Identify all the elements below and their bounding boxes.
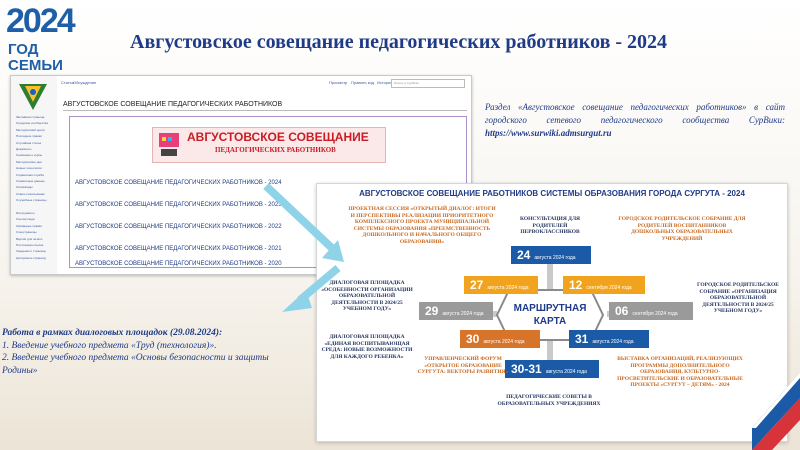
logo-year: 2024 (6, 2, 76, 40)
dialogue-work-block: Работа в рамках диалоговых площадок (29.… (2, 327, 302, 377)
sidebar-nav-item[interactable]: Последние правки (16, 134, 42, 139)
sidebar-nav-item[interactable]: Инструменты (16, 211, 35, 215)
sidebar-nav-item[interactable]: Постоянная ссылка (16, 243, 44, 247)
roadmap-panel: АВГУСТОВСКОЕ СОВЕЩАНИЕ РАБОТНИКОВ СИСТЕМ… (316, 183, 788, 442)
sidebar-nav-item[interactable]: Олимпиады (16, 185, 33, 190)
caption-text: Раздел «Августовское совещание педагогич… (485, 102, 785, 125)
surwiki-logo-icon (19, 84, 47, 110)
work-item-1: 1. Введение учебного предмета «Труд (тех… (2, 340, 217, 351)
banner-title: АВГУСТОВСКОЕ СОВЕЩАНИЕ (187, 130, 369, 144)
text-parent-meeting-city: ГОРОДСКОЕ РОДИТЕЛЬСКОЕ СОБРАНИЕ «ОРГАНИЗ… (697, 282, 779, 315)
wiki-page-heading: АВГУСТОВСКОЕ СОВЕЩАНИЕ ПЕДАГОГИЧЕСКИХ РА… (63, 101, 283, 108)
page-title: Августовское совещание педагогических ра… (130, 31, 668, 53)
roadmap-center-label: МАРШРУТНАЯ КАРТА (495, 288, 605, 342)
divider (63, 110, 467, 111)
sidebar-nav-item[interactable]: Служебные страницы (16, 198, 47, 203)
center-line-1: МАРШРУТНАЯ (513, 303, 587, 314)
wiki-link-2024[interactable]: АВГУСТОВСКОЕ СОВЕЩАНИЕ ПЕДАГОГИЧЕСКИХ РА… (75, 180, 282, 186)
sidebar-nav-item[interactable]: Новые технологии (16, 166, 42, 171)
sidebar-nav-item[interactable]: Советы школьникам (16, 191, 45, 196)
roadmap-title: АВГУСТОВСКОЕ СОВЕЩАНИЕ РАБОТНИКОВ СИСТЕМ… (359, 189, 745, 198)
wiki-link-2021[interactable]: АВГУСТОВСКОЕ СОВЕЩАНИЕ ПЕДАГОГИЧЕСКИХ РА… (75, 246, 282, 252)
wiki-topbar: Статья Обсуждение Просмотр Править код И… (59, 76, 469, 90)
wiki-banner: АВГУСТОВСКОЕ СОВЕЩАНИЕ ПЕДАГОГИЧЕСКИХ РА… (152, 127, 386, 163)
sidebar-nav-item[interactable]: Семинары и курсы (16, 153, 43, 158)
sidebar-nav-item[interactable]: Сведения о странице (16, 249, 46, 254)
sidebar-nav-item[interactable]: Заглавная страница (16, 115, 45, 119)
flag-ribbon-icon (752, 372, 800, 450)
text-consultation: КОНСУЛЬТАЦИЯ ДЛЯ РОДИТЕЛЕЙ ПЕРВОКЛАССНИК… (519, 216, 581, 236)
tab-history[interactable]: История (377, 80, 393, 85)
sidebar-nav-item[interactable]: Ссылки сюда (16, 217, 35, 222)
work-title: Работа в рамках диалоговых площадок (29.… (2, 328, 223, 338)
sidebar-nav-item[interactable]: Связанные правки (16, 223, 42, 228)
wiki-link-2023[interactable]: АВГУСТОВСКОЕ СОВЕЩАНИЕ ПЕДАГОГИЧЕСКИХ РА… (75, 202, 282, 208)
sidebar-nav-item[interactable]: Спецстраницы (16, 230, 37, 235)
sidebar-nav-item[interactable]: Случайная статья (16, 140, 42, 145)
wiki-page-screenshot: Статья Обсуждение Просмотр Править код И… (10, 75, 472, 275)
wiki-content-box: АВГУСТОВСКОЕ СОВЕЩАНИЕ ПЕДАГОГИЧЕСКИХ РА… (69, 116, 467, 268)
work-item-2: 2. Введение учебного предмета «Основы бе… (2, 353, 269, 376)
text-project-session: ПРОЕКТНАЯ СЕССИЯ «ОТКРЫТЫЙ ДИАЛОГ: ИТОГИ… (348, 206, 496, 245)
sidebar-nav-item[interactable]: Городские сообщества (16, 121, 48, 126)
tab-edit[interactable]: Править код (351, 80, 374, 85)
text-exhibition: ВЫСТАВКА ОРГАНИЗАЦИЙ, РЕАЛИЗУЮЩИХ ПРОГРА… (617, 356, 743, 389)
center-line-2: КАРТА (533, 316, 567, 327)
tab-view[interactable]: Просмотр (329, 80, 348, 85)
text-councils: ПЕДАГОГИЧЕСКИЕ СОВЕТЫ В ОБРАЗОВАТЕЛЬНЫХ … (497, 394, 601, 407)
sidebar-nav-item[interactable]: Методические дни (16, 159, 42, 164)
sidebar-nav-item[interactable]: Методический центр (16, 127, 45, 132)
text-dialogue-environment: ДИАЛОГОВАЯ ПЛОЩАДКА «ЕДИНАЯ ВОСПИТЫВАЮЩА… (321, 334, 413, 360)
wiki-link-2020[interactable]: АВГУСТОВСКОЕ СОВЕЩАНИЕ ПЕДАГОГИЧЕСКИХ РА… (75, 261, 282, 267)
text-forum: УПРАВЛЕНЧЕСКИЙ ФОРУМ «ОТКРЫТОЕ ОБРАЗОВАН… (417, 356, 509, 376)
teachers-icon (159, 133, 179, 156)
caption-url[interactable]: https://www.surwiki.admsurgut.ru (485, 128, 612, 138)
sidebar-nav-item[interactable]: Справочная служба (16, 172, 44, 177)
wiki-link-2022[interactable]: АВГУСТОВСКОЕ СОВЕЩАНИЕ ПЕДАГОГИЧЕСКИХ РА… (75, 224, 282, 230)
banner-subtitle: ПЕДАГОГИЧЕСКИХ РАБОТНИКОВ (215, 146, 336, 154)
tab-article[interactable]: Статья (61, 80, 74, 85)
year-of-family-logo: 2024 ГОД СЕМЬИ (6, 2, 92, 74)
tab-discussion[interactable]: Обсуждение (73, 80, 97, 85)
logo-subtitle: ГОД СЕМЬИ (8, 41, 63, 74)
sidebar-nav-item[interactable]: Цитировать страницу (16, 255, 46, 260)
sidebar-nav-item[interactable]: Документы (16, 147, 32, 151)
sidebar-nav-item[interactable]: Справочные данные (16, 179, 45, 183)
wiki-search-input[interactable]: Искать в СурВики (391, 79, 465, 88)
sidebar-nav-item[interactable]: Версия для печати (16, 236, 43, 241)
text-dialogue-features: ДИАЛОГОВАЯ ПЛОЩАДКА «ОСОБЕННОСТИ ОРГАНИЗ… (321, 280, 413, 313)
wiki-section-caption: Раздел «Августовское совещание педагогич… (485, 101, 785, 140)
text-parent-meeting-preschool: ГОРОДСКОЕ РОДИТЕЛЬСКОЕ СОБРАНИЕ ДЛЯ РОДИ… (618, 216, 746, 242)
wiki-sidebar (11, 76, 57, 274)
